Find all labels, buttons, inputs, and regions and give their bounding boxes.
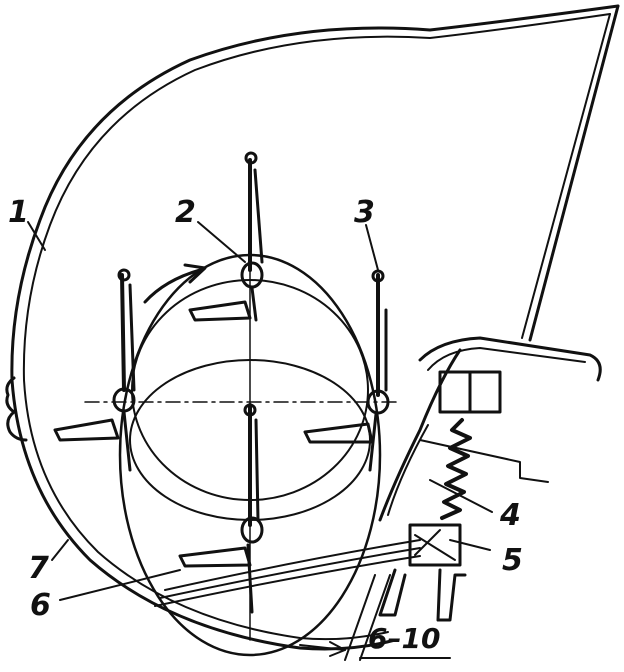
leader-7: [51, 539, 69, 561]
label-2: 2: [175, 195, 196, 230]
leader-2: [197, 221, 246, 263]
leader-4: [429, 479, 493, 513]
tongue-assembly: [418, 336, 602, 483]
blade-top: [188, 151, 264, 322]
inner-wall: [378, 348, 462, 522]
blade-right: [303, 269, 390, 472]
leader-1: [27, 221, 46, 251]
spring-base: [378, 523, 467, 622]
dimension-label: 6–10: [368, 622, 440, 655]
leader-5: [449, 539, 491, 551]
dimension-marker: [299, 574, 451, 661]
belt: [154, 539, 421, 607]
label-1: 1: [8, 195, 29, 230]
leader-3: [365, 224, 379, 271]
rotation-arrow: [143, 263, 207, 304]
label-7: 7: [28, 551, 49, 586]
label-3: 3: [354, 195, 375, 230]
label-5: 5: [502, 543, 523, 578]
blade-bottom: [178, 403, 264, 614]
leader-6: [59, 569, 181, 601]
label-4: 4: [499, 498, 521, 533]
spring: [440, 418, 472, 520]
blade-left: [53, 268, 136, 472]
casing: [5, 4, 620, 651]
label-6: 6: [30, 588, 51, 623]
